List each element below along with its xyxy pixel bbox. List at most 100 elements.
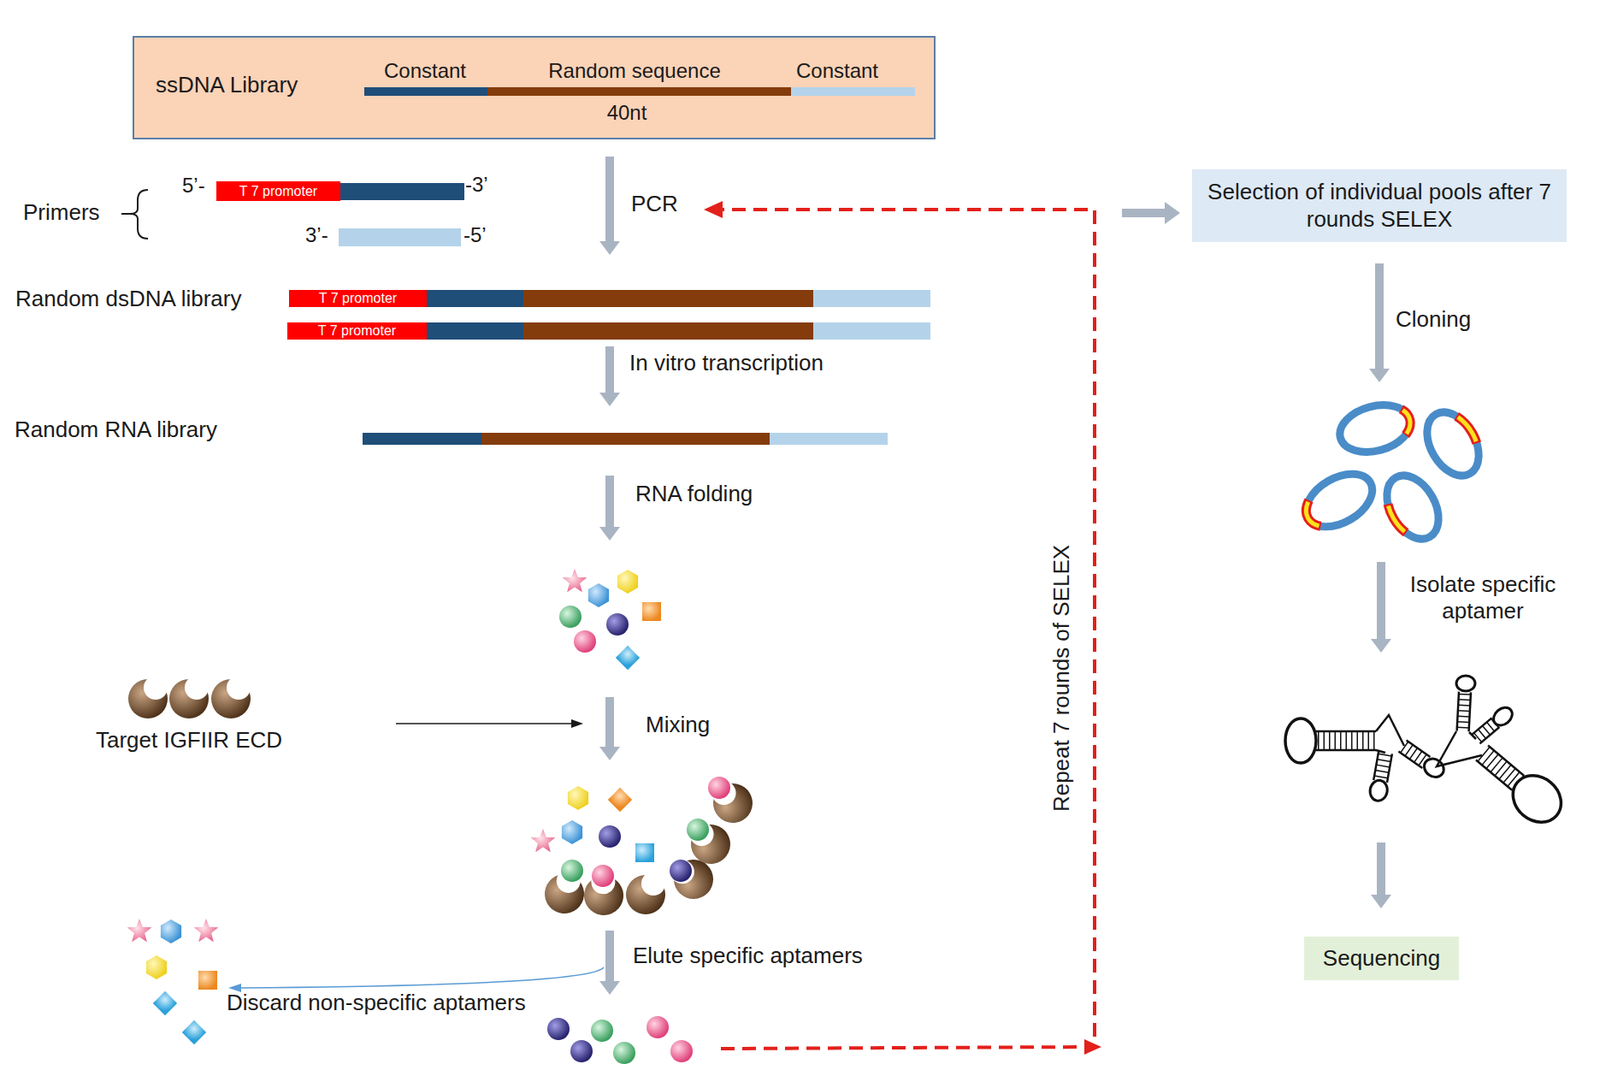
stem [1457, 691, 1471, 733]
constant-region [791, 87, 916, 96]
plasmid-ring [1375, 466, 1449, 548]
node-text: Sequencing [1322, 944, 1441, 972]
aptamer-shape [153, 991, 178, 1016]
stem-rungs [1404, 746, 1427, 762]
insert [1297, 462, 1382, 538]
aptamer-shape [531, 828, 556, 852]
plasmid [1416, 402, 1489, 485]
text-label: Repeat 7 rounds of SELEX [1048, 544, 1075, 812]
plasmid [1334, 397, 1417, 460]
bound-aptamer [560, 859, 584, 882]
flow-arrow [599, 475, 620, 541]
text-label: Target IGFIIR ECD [95, 726, 283, 754]
target-protein [169, 675, 209, 719]
random-region [481, 432, 770, 445]
plasmid-ring [1297, 462, 1382, 538]
discard-arrow [241, 967, 604, 988]
constant-region [769, 432, 888, 445]
primer-strand [340, 183, 465, 201]
insert [1416, 402, 1489, 485]
insert [1297, 462, 1382, 538]
insert [1334, 397, 1417, 460]
flow-arrow [599, 930, 620, 995]
dsdna-strands [426, 289, 931, 340]
loop [1456, 675, 1476, 691]
target-protein [211, 675, 251, 719]
aptamer-shape [608, 787, 632, 812]
discarded-pool [127, 918, 219, 1045]
bracket [129, 189, 148, 239]
text-label: Elute specific aptamers [632, 942, 863, 969]
target-protein [625, 871, 666, 915]
arrow-head [1084, 1039, 1102, 1055]
stem [1397, 738, 1447, 781]
aptamer-shape [194, 918, 219, 942]
stem-rail [1469, 691, 1471, 732]
stem [1316, 731, 1376, 750]
aptamer-shape [613, 1041, 636, 1064]
stem-rungs [1380, 754, 1386, 782]
aptamer-shape [160, 919, 182, 944]
target-protein [705, 778, 757, 827]
node-text: Constant [796, 59, 879, 84]
plasmid-ring [1416, 402, 1489, 485]
loop [1503, 766, 1571, 833]
stem-rungs [1477, 722, 1496, 739]
dashed-line [722, 209, 1095, 1037]
constant-region [364, 87, 488, 96]
random-region [487, 87, 792, 96]
text-label: In vitro transcription [629, 349, 824, 377]
aptamer-shape [615, 645, 640, 670]
text-label: -5’ [463, 223, 487, 248]
text-label: Isolate specific aptamer [1380, 571, 1586, 625]
loop [1420, 755, 1447, 781]
text-label: RNA folding [635, 480, 753, 508]
bound-aptamer [686, 818, 709, 841]
flow-arrow [599, 156, 620, 255]
node-text: T 7 promoter [318, 289, 397, 307]
stem-rungs [1483, 753, 1519, 783]
dashed-line [720, 1046, 1087, 1049]
node-text: Constant [383, 59, 467, 84]
stem [1368, 750, 1394, 803]
aptamer-shape [617, 569, 638, 594]
flow-arrow [1121, 201, 1181, 225]
target-protein [670, 859, 715, 900]
bracket-tick [121, 212, 130, 215]
stem-rail [1457, 691, 1459, 732]
aptamer-shape [598, 825, 621, 848]
aptamer-shape [562, 568, 588, 592]
flow-arrow [1370, 561, 1392, 653]
aptamer-shape [635, 843, 655, 862]
text-label: Primers [23, 199, 101, 226]
aptamer-shape [606, 613, 629, 636]
target-protein [683, 819, 735, 868]
aptamer-shape [588, 583, 609, 608]
aptamer-shape [127, 918, 153, 942]
promoter-bar: T 7 promoter [289, 289, 427, 308]
stem-rail [1472, 717, 1493, 734]
bound-aptamer [708, 776, 731, 799]
node-text: T 7 promoter [318, 322, 396, 339]
stem-rungs [1463, 693, 1465, 732]
target-protein [573, 865, 632, 924]
promoter-bar: T 7 promoter [287, 322, 427, 340]
flow-arrows [599, 156, 1392, 995]
constant-region [362, 432, 482, 445]
node-text: 40nt [607, 100, 648, 126]
text-label: Random RNA library [14, 416, 218, 443]
stem-rail [1487, 745, 1524, 776]
promoter-bar: T 7 promoter [216, 181, 341, 201]
loop [1285, 718, 1317, 763]
arrow-head [703, 200, 723, 219]
ssdna-strand [364, 87, 916, 96]
stem-rail [1373, 751, 1379, 780]
stem [1470, 703, 1516, 745]
plasmid-ring [1334, 397, 1417, 460]
target-protein [128, 675, 168, 719]
